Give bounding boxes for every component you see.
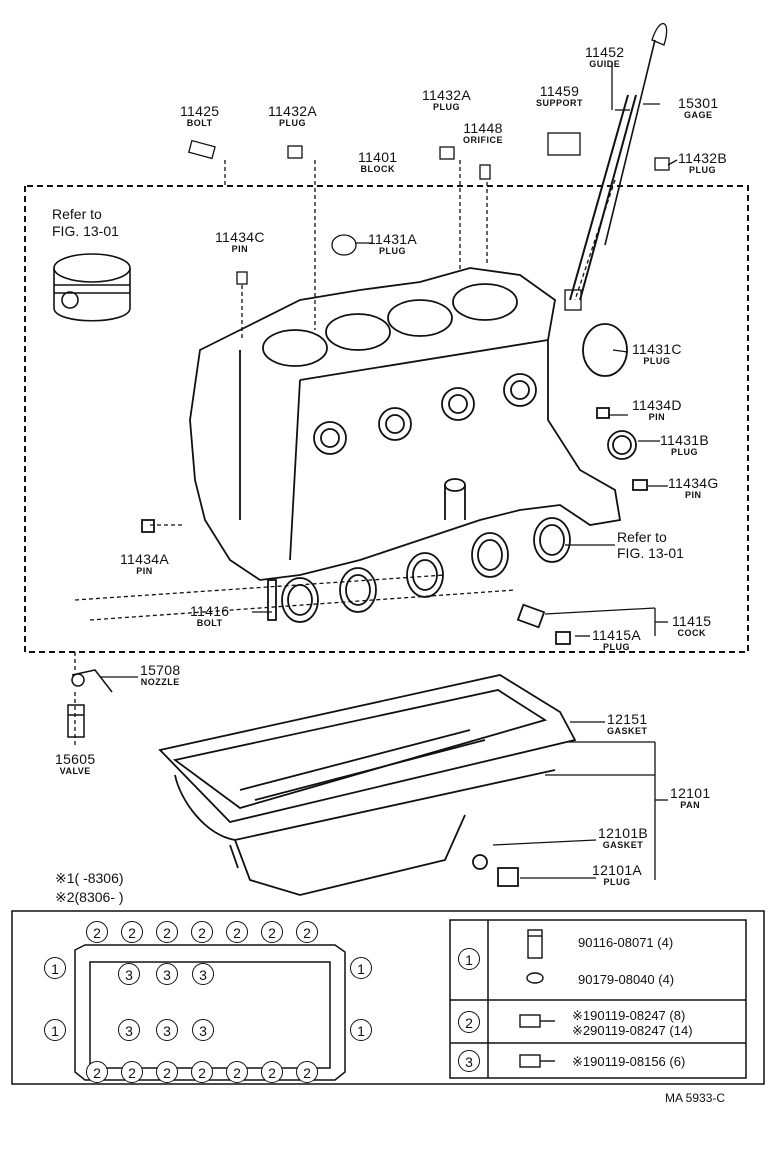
refer-note-bearing-line1: Refer to (617, 529, 667, 545)
pattern-bottom-4: 2 (191, 1061, 213, 1083)
figure-code: MA 5933-C (665, 1091, 726, 1105)
block-group-frame (24, 185, 749, 653)
pattern-top-3: 2 (156, 921, 178, 943)
legend-part-90179-08040: 90179-08040 (4) (578, 972, 675, 987)
footnote-1: ※1( -8306) (55, 870, 124, 886)
oil-pan-illustration (158, 674, 577, 896)
refer-note-piston-line2: FIG. 13-01 (52, 223, 119, 239)
cylinder-block-illustration (141, 267, 648, 645)
pattern-bottom-2: 2 (121, 1061, 143, 1083)
pattern-left-1: 1 (44, 957, 66, 979)
pattern-left-2: 1 (44, 1019, 66, 1041)
pattern-top-7: 2 (296, 921, 318, 943)
legend-symbol-1: 1 (458, 948, 480, 970)
pattern-inner-bottom-3: 3 (192, 1019, 214, 1041)
pattern-bottom-7: 2 (296, 1061, 318, 1083)
piston-illustration (53, 253, 131, 322)
pattern-top-2: 2 (121, 921, 143, 943)
refer-note-bearing-line2: FIG. 13-01 (617, 545, 684, 561)
pattern-right-1: 1 (350, 957, 372, 979)
legend-part-90119-08247-8: ※190119-08247 (8) (572, 1008, 686, 1023)
bolt-pattern-frame (11, 910, 765, 1085)
pattern-inner-top-3: 3 (192, 963, 214, 985)
pattern-bottom-1: 2 (86, 1061, 108, 1083)
legend-part-90116-08071: 90116-08071 (4) (578, 935, 674, 950)
pattern-bottom-3: 2 (156, 1061, 178, 1083)
pattern-bottom-5: 2 (226, 1061, 248, 1083)
pattern-top-6: 2 (261, 921, 283, 943)
legend-part-90119-08156: ※190119-08156 (6) (572, 1054, 686, 1069)
footnote-2: ※2(8306- ) (55, 889, 124, 905)
pattern-right-2: 1 (350, 1019, 372, 1041)
legend-symbol-3: 3 (458, 1050, 480, 1072)
legend-table-frame (449, 919, 747, 1079)
legend-part-90119-08247-14: ※290119-08247 (14) (572, 1023, 693, 1038)
pattern-bottom-6: 2 (261, 1061, 283, 1083)
pattern-inner-top-2: 3 (156, 963, 178, 985)
refer-note-piston-line1: Refer to (52, 206, 102, 222)
pattern-inner-bottom-1: 3 (118, 1019, 140, 1041)
pattern-top-5: 2 (226, 921, 248, 943)
pattern-inner-bottom-2: 3 (156, 1019, 178, 1041)
pattern-top-4: 2 (191, 921, 213, 943)
legend-symbol-2: 2 (458, 1011, 480, 1033)
pattern-top-1: 2 (86, 921, 108, 943)
pattern-inner-top-1: 3 (118, 963, 140, 985)
